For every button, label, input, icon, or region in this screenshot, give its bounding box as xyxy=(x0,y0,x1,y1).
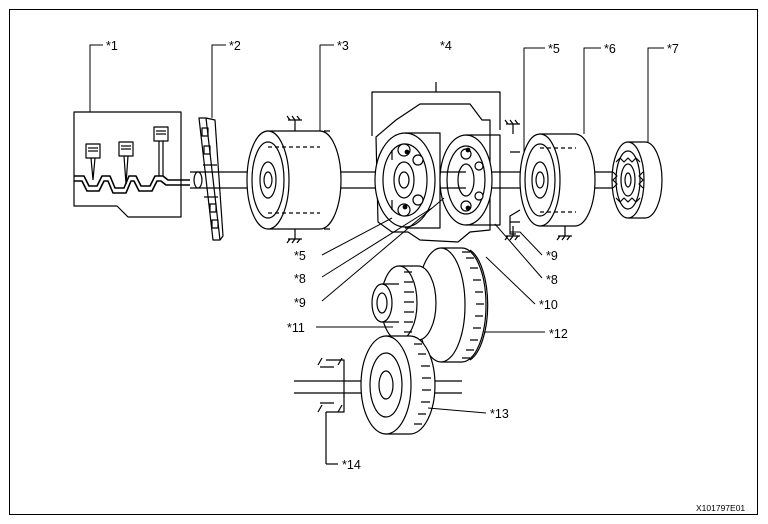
callout-12: *12 xyxy=(549,327,568,341)
callout-2: *2 xyxy=(229,39,241,53)
planetary-gear-unit xyxy=(371,82,501,243)
callout-9b: *9 xyxy=(546,249,558,263)
callout-10: *10 xyxy=(539,298,558,312)
piston-2 xyxy=(118,141,134,185)
reduction-planetary xyxy=(439,134,501,226)
piston-3 xyxy=(153,126,169,176)
oil-pump xyxy=(611,141,663,219)
callout-3: *3 xyxy=(337,39,349,53)
callout-13: *13 xyxy=(490,407,509,421)
callouts: *1 *2 *3 *4 *5 *6 *7 *5 *8 *9 *11 *9 *8 … xyxy=(106,39,745,513)
callout-9: *9 xyxy=(294,296,306,310)
motor-generator-mg1 xyxy=(246,115,342,244)
callout-6: *6 xyxy=(604,42,616,56)
counter-drive-gear xyxy=(371,265,437,341)
differential-ring-gear xyxy=(294,335,462,435)
callout-11: *11 xyxy=(287,321,305,335)
piston-1 xyxy=(85,143,101,181)
callout-4: *4 xyxy=(440,39,452,53)
callout-8: *8 xyxy=(294,272,306,286)
flywheel-damper xyxy=(198,117,224,241)
differential-gear xyxy=(317,357,345,465)
callout-5: *5 xyxy=(548,42,560,56)
callout-14: *14 xyxy=(342,458,361,472)
callout-7: *7 xyxy=(667,42,679,56)
callout-1: *1 xyxy=(106,39,118,53)
leader-lines xyxy=(89,44,664,414)
motor-generator-mg2 xyxy=(504,119,596,241)
power-split-planetary xyxy=(374,132,441,229)
callout-8b: *8 xyxy=(546,273,558,287)
callout-5b: *5 xyxy=(294,249,306,263)
engine-cutaway xyxy=(73,111,190,218)
figure-code: X101797E01 xyxy=(696,503,745,513)
diagram-frame xyxy=(9,9,758,515)
